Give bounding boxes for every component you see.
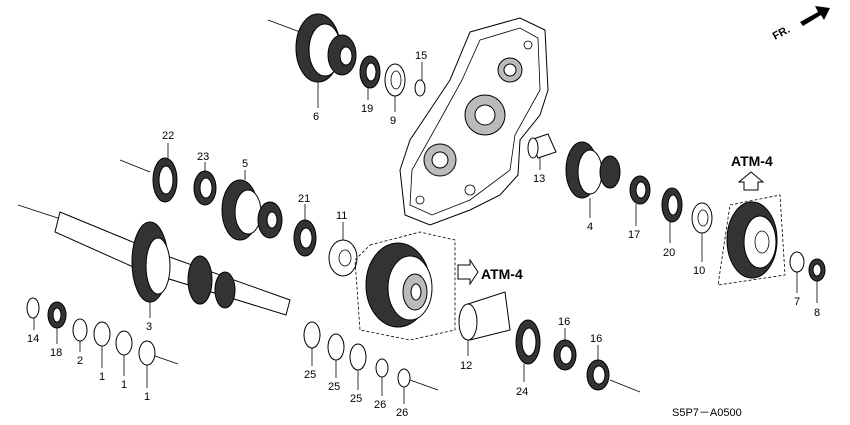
part-25-ring-b bbox=[327, 333, 345, 361]
front-arrow-icon bbox=[800, 6, 830, 26]
part-2-washer bbox=[72, 318, 88, 342]
callout-25-b: 25 bbox=[328, 381, 340, 393]
callout-14: 14 bbox=[27, 333, 39, 345]
part-19-bearing bbox=[359, 55, 381, 89]
callout-10: 10 bbox=[693, 265, 705, 277]
front-label: FR. bbox=[771, 24, 792, 43]
part-3-mainshaft bbox=[17, 204, 291, 316]
callout-21: 21 bbox=[298, 193, 310, 205]
part-22-seal bbox=[119, 157, 178, 203]
part-9-washer bbox=[384, 63, 406, 97]
part-15-pin bbox=[414, 79, 426, 97]
callout-26-b: 26 bbox=[396, 407, 408, 419]
part-1-ring-b bbox=[115, 330, 133, 356]
part-16-bearing-a bbox=[553, 339, 577, 371]
callout-1-b: 1 bbox=[121, 379, 127, 391]
atm-label-left: ATM-4 bbox=[481, 266, 523, 282]
callout-3: 3 bbox=[146, 321, 152, 333]
part-20-bearing bbox=[661, 187, 683, 223]
callout-9: 9 bbox=[390, 115, 396, 127]
part-26-ring-a bbox=[375, 358, 389, 378]
part-12-sleeve bbox=[458, 291, 511, 341]
part-6-gear bbox=[267, 13, 357, 83]
part-23-bearing bbox=[193, 170, 217, 206]
part-1-ring-a bbox=[93, 321, 111, 347]
part-25-ring-c bbox=[349, 343, 367, 371]
callout-24: 24 bbox=[516, 386, 528, 398]
part-4-gear bbox=[565, 141, 621, 199]
clutch-assembly-right bbox=[717, 194, 786, 286]
transmission-housing bbox=[399, 17, 549, 226]
atm-reference-left: ATM-4 bbox=[457, 258, 523, 286]
callout-26-a: 26 bbox=[374, 399, 386, 411]
part-25-ring-a bbox=[303, 321, 321, 349]
callout-16-b: 16 bbox=[590, 333, 602, 345]
callout-1-a: 1 bbox=[99, 371, 105, 383]
callout-16-a: 16 bbox=[558, 316, 570, 328]
callout-6: 6 bbox=[313, 111, 319, 123]
part-14-clip bbox=[26, 297, 40, 319]
callout-20: 20 bbox=[663, 247, 675, 259]
atm-reference-right: ATM-4 bbox=[731, 153, 773, 191]
front-direction-indicator: FR. bbox=[771, 6, 830, 43]
part-1-ring-c bbox=[138, 340, 179, 366]
callout-13: 13 bbox=[533, 173, 545, 185]
atm-label-right: ATM-4 bbox=[731, 153, 773, 169]
part-5-gear bbox=[221, 179, 283, 241]
leader-lines bbox=[33, 62, 818, 404]
callout-labels: 6 19 9 15 22 23 5 21 11 3 13 4 17 20 10 … bbox=[27, 50, 820, 419]
callout-12: 12 bbox=[460, 360, 472, 372]
callout-25-a: 25 bbox=[304, 369, 316, 381]
part-17-bearing bbox=[629, 175, 651, 205]
part-13-collar bbox=[527, 133, 557, 159]
callout-2: 2 bbox=[77, 355, 83, 367]
callout-17: 17 bbox=[628, 229, 640, 241]
clutch-assembly-left bbox=[354, 231, 456, 341]
part-16-bearing-b bbox=[586, 359, 641, 393]
part-11-plate bbox=[328, 239, 358, 277]
callout-18: 18 bbox=[50, 347, 62, 359]
callout-25-c: 25 bbox=[350, 393, 362, 405]
part-26-ring-b bbox=[397, 368, 439, 391]
part-24-seal bbox=[515, 319, 541, 365]
callout-4: 4 bbox=[587, 221, 593, 233]
callout-23: 23 bbox=[197, 151, 209, 163]
part-8-bearing bbox=[808, 258, 826, 282]
part-10-washer bbox=[691, 202, 713, 234]
diagram-code: S5P7－A0500 bbox=[672, 407, 742, 419]
callout-5: 5 bbox=[242, 158, 248, 170]
up-arrow-icon bbox=[737, 171, 765, 191]
callout-11: 11 bbox=[336, 210, 347, 222]
callout-1-c: 1 bbox=[144, 391, 150, 403]
callout-8: 8 bbox=[814, 307, 820, 319]
part-21-bearing bbox=[293, 219, 317, 257]
part-7-washer bbox=[789, 251, 805, 273]
part-18-bearing bbox=[47, 301, 67, 329]
callout-19: 19 bbox=[361, 103, 373, 115]
callout-7: 7 bbox=[794, 296, 800, 308]
callout-22: 22 bbox=[162, 130, 174, 142]
callout-15: 15 bbox=[415, 50, 427, 62]
